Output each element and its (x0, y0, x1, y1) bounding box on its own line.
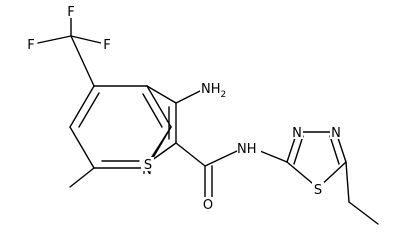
thiophene-sulfur-label: S (144, 158, 152, 173)
bond-c7a-c3a-double (142, 93, 163, 128)
bond-c3-amino (175, 89, 203, 104)
bond-methyl (69, 167, 95, 188)
bond-c3a-c3 (146, 85, 177, 104)
thiadiazole-nitrogen-b-label: N (331, 126, 341, 141)
bond-cf3-f-right (70, 35, 102, 44)
bond-n-thiadiazole (259, 150, 288, 163)
bond-c2-n3-double (293, 135, 304, 165)
amide-h-text: H (247, 142, 257, 157)
fluorine-left-label: F (27, 38, 34, 53)
fluorine-top-label: F (67, 5, 74, 20)
bond-carbonyl-n (204, 150, 238, 167)
amino-nh-text: NH (201, 82, 221, 97)
carbonyl-oxygen-label: O (203, 198, 213, 213)
bond-c4-c5-double (78, 92, 100, 128)
bond-ethyl-2 (348, 201, 379, 225)
amide-n-text: N (237, 142, 247, 157)
bond-n4-c5-double (329, 135, 340, 165)
bond-c2-carbonyl (175, 142, 206, 167)
bond-cf3-ring (70, 35, 95, 87)
amino-label: NH2 (201, 82, 226, 100)
bond-c4-c5 (69, 85, 95, 128)
amino-subscript: 2 (221, 90, 227, 100)
fluorine-right-label: F (103, 38, 110, 53)
amide-nitrogen-label: NH (237, 142, 257, 157)
bonds (37, 13, 379, 225)
bond-c7a-c3a (146, 85, 172, 128)
bond-cf3-f-left (37, 35, 72, 44)
bond-c5-c6 (69, 126, 95, 169)
thiadiazole-nitrogen-a-label: N (292, 126, 302, 141)
atom-labels: F F F NH2 NH O N S N N S (25, 4, 342, 213)
thiadiazole-sulfur-label: S (314, 183, 322, 198)
bond-ethyl-1 (345, 161, 350, 203)
